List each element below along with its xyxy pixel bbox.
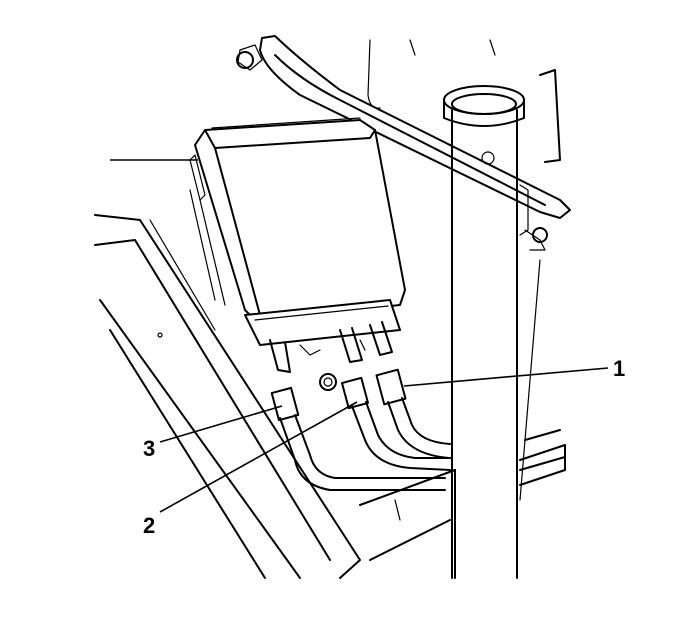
callout-3: 3 (143, 436, 156, 461)
pipe-clamp (519, 429, 566, 486)
hose-3 (270, 386, 446, 491)
leader-lines (159, 367, 609, 513)
evap-canister (110, 117, 406, 321)
right-wall (519, 69, 561, 501)
filler-pipe (443, 85, 529, 579)
callout-1: 1 (613, 356, 626, 381)
upper-bracket (236, 35, 571, 219)
callout-2: 2 (143, 513, 156, 538)
hose-2 (340, 376, 451, 471)
canister-ports (244, 299, 401, 391)
cross-member (359, 469, 456, 579)
hose-1 (375, 368, 451, 459)
